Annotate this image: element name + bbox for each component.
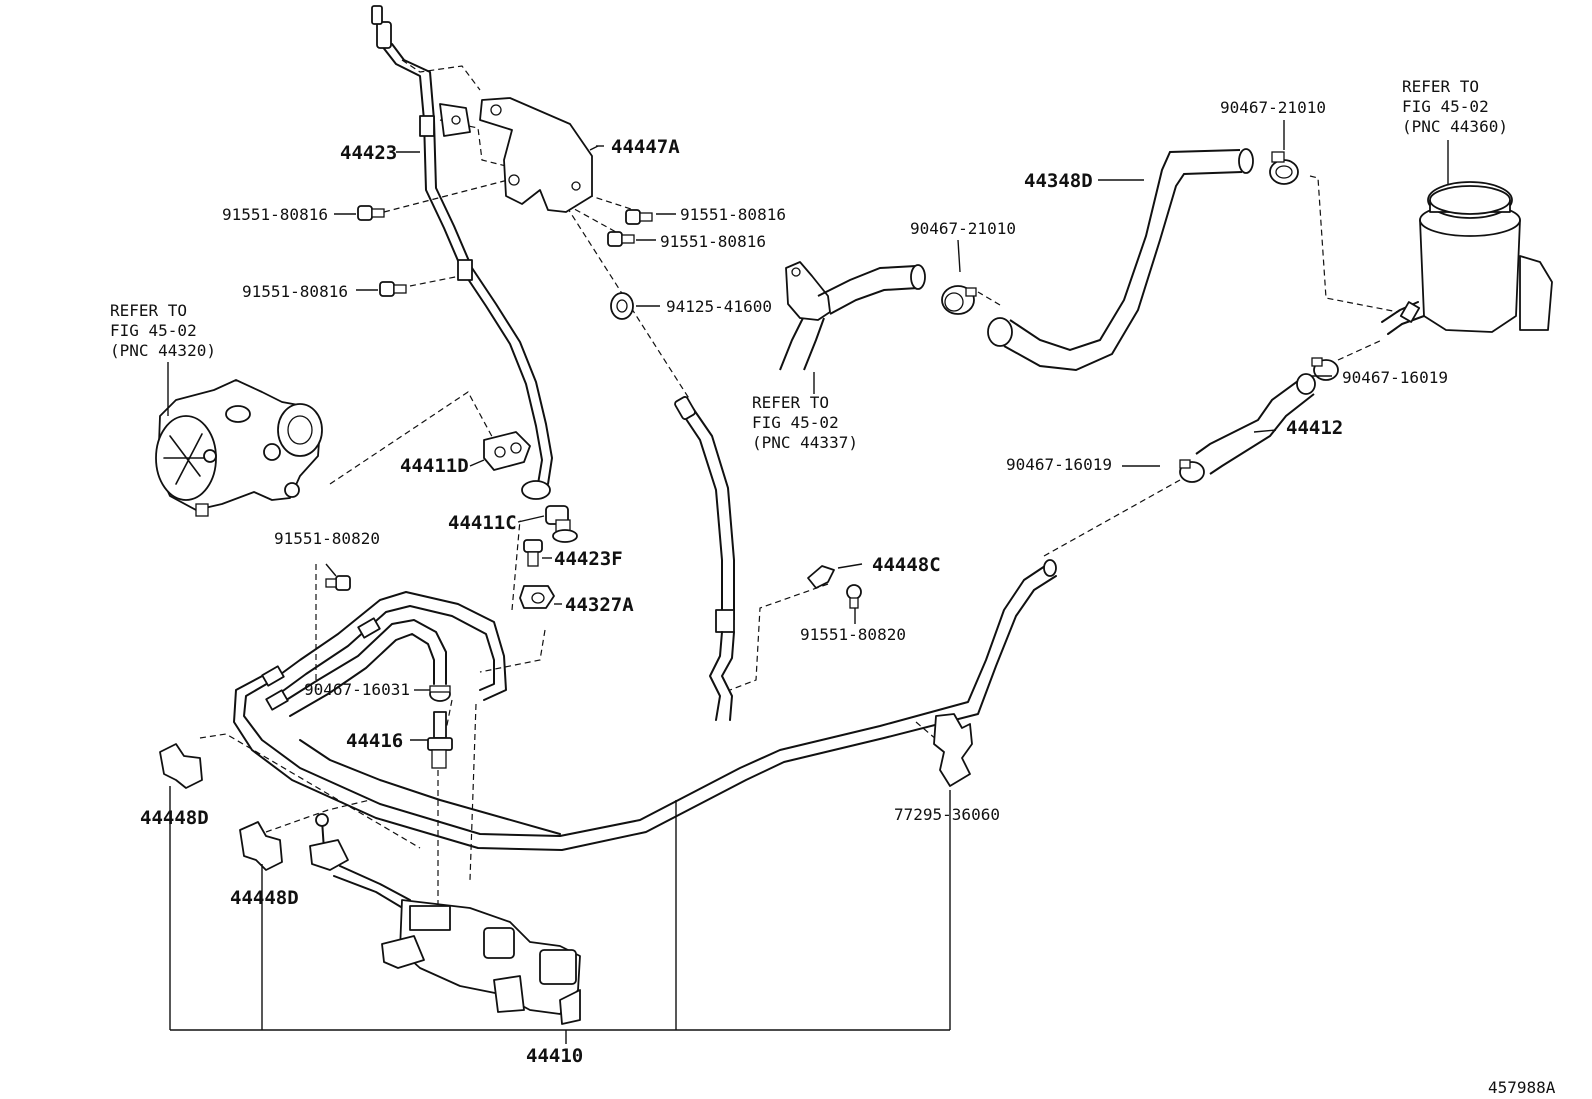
- label-44423F: 44423F: [554, 548, 623, 570]
- return-hose-upper: [779, 261, 926, 371]
- label-44416: 44416: [346, 730, 403, 752]
- bolt-91551-80816-d: [379, 281, 407, 297]
- union-44411D: [483, 431, 531, 471]
- gear-tubes: [261, 591, 561, 835]
- clamp-44327A: [519, 585, 555, 609]
- refer-reservoir-line2: FIG 45-02: [1402, 97, 1489, 116]
- label-91551-80820-a: 91551-80820: [274, 529, 380, 548]
- bracket-44447A: [439, 97, 593, 213]
- label-90467-21010-b: 90467-21010: [1220, 98, 1326, 117]
- label-44411C: 44411C: [448, 512, 517, 534]
- clamp-44448D-a: [159, 743, 203, 789]
- label-77295-36060: 77295-36060: [894, 805, 1000, 824]
- label-44447A: 44447A: [611, 136, 680, 158]
- steering-gear-44410: [309, 813, 581, 1025]
- refer-hose-line3: (PNC 44337): [752, 433, 858, 452]
- dashed-leader-lines: [199, 59, 1399, 920]
- clamp-90467-21010-b: [1269, 151, 1299, 185]
- label-91551-80820-b: 91551-80820: [800, 625, 906, 644]
- figure-id: 457988A: [1488, 1078, 1556, 1097]
- label-44448D-a: 44448D: [140, 807, 209, 829]
- refer-pump-line3: (PNC 44320): [110, 341, 216, 360]
- label-44448C: 44448C: [872, 554, 941, 576]
- label-44327A: 44327A: [565, 594, 634, 616]
- label-91551-80816-d: 91551-80816: [242, 282, 348, 301]
- label-44423: 44423: [340, 142, 397, 164]
- label-44412: 44412: [1286, 417, 1343, 439]
- label-90467-16031: 90467-16031: [304, 680, 410, 699]
- refer-hose-line2: FIG 45-02: [752, 413, 839, 432]
- clamp-90467-16019-a: [1311, 357, 1339, 381]
- clamp-77295-36060: [933, 713, 973, 787]
- part-labels: 44423 44447A 91551-80816 91551-80816 915…: [110, 77, 1556, 1097]
- label-44448D-b: 44448D: [230, 887, 299, 909]
- label-90467-21010-a: 90467-21010: [910, 219, 1016, 238]
- refer-reservoir-line3: (PNC 44360): [1402, 117, 1508, 136]
- clamp-90467-16031: [429, 685, 451, 702]
- refer-pump-line1: REFER TO: [110, 301, 187, 320]
- fitting-44423F: [523, 539, 543, 567]
- label-44411D: 44411D: [400, 455, 469, 477]
- return-tube: [233, 559, 1057, 851]
- label-91551-80816-a: 91551-80816: [222, 205, 328, 224]
- bolts-91551-80816: [357, 205, 653, 297]
- clamp-44448C: [807, 565, 862, 609]
- label-94125-41600: 94125-41600: [666, 297, 772, 316]
- label-91551-80816-c: 91551-80816: [660, 232, 766, 251]
- refer-pump-line2: FIG 45-02: [110, 321, 197, 340]
- bolt-91551-80816-c: [607, 231, 635, 247]
- union-bolt-44411C: [545, 505, 578, 543]
- clamp-90467-21010-a: [941, 285, 977, 315]
- leader-lines: [167, 120, 1449, 1044]
- label-91551-80816-b: 91551-80816: [680, 205, 786, 224]
- clamp-44448D-b: [239, 821, 283, 871]
- hose-44412: [1195, 373, 1316, 475]
- refer-reservoir-line1: REFER TO: [1402, 77, 1479, 96]
- label-90467-16019-a: 90467-16019: [1342, 368, 1448, 387]
- clamp-90467-16019-b: [1179, 459, 1205, 483]
- label-90467-16019-b: 90467-16019: [1006, 455, 1112, 474]
- reservoir-tank: [1381, 181, 1553, 335]
- center-hose: [674, 396, 735, 721]
- bolt-91551-80816-a: [357, 205, 385, 221]
- hose-44348D: [987, 148, 1254, 372]
- label-44348D: 44348D: [1024, 170, 1093, 192]
- fitting-44416: [427, 711, 453, 769]
- grommet-94125-41600: [610, 292, 634, 320]
- bolt-91551-80820-a: [325, 575, 351, 591]
- label-44410: 44410: [526, 1045, 583, 1067]
- pressure-tube-44423: [371, 5, 553, 500]
- refer-hose-line1: REFER TO: [752, 393, 829, 412]
- bolt-91551-80816-b: [625, 209, 653, 225]
- power-steering-pump: [155, 379, 323, 517]
